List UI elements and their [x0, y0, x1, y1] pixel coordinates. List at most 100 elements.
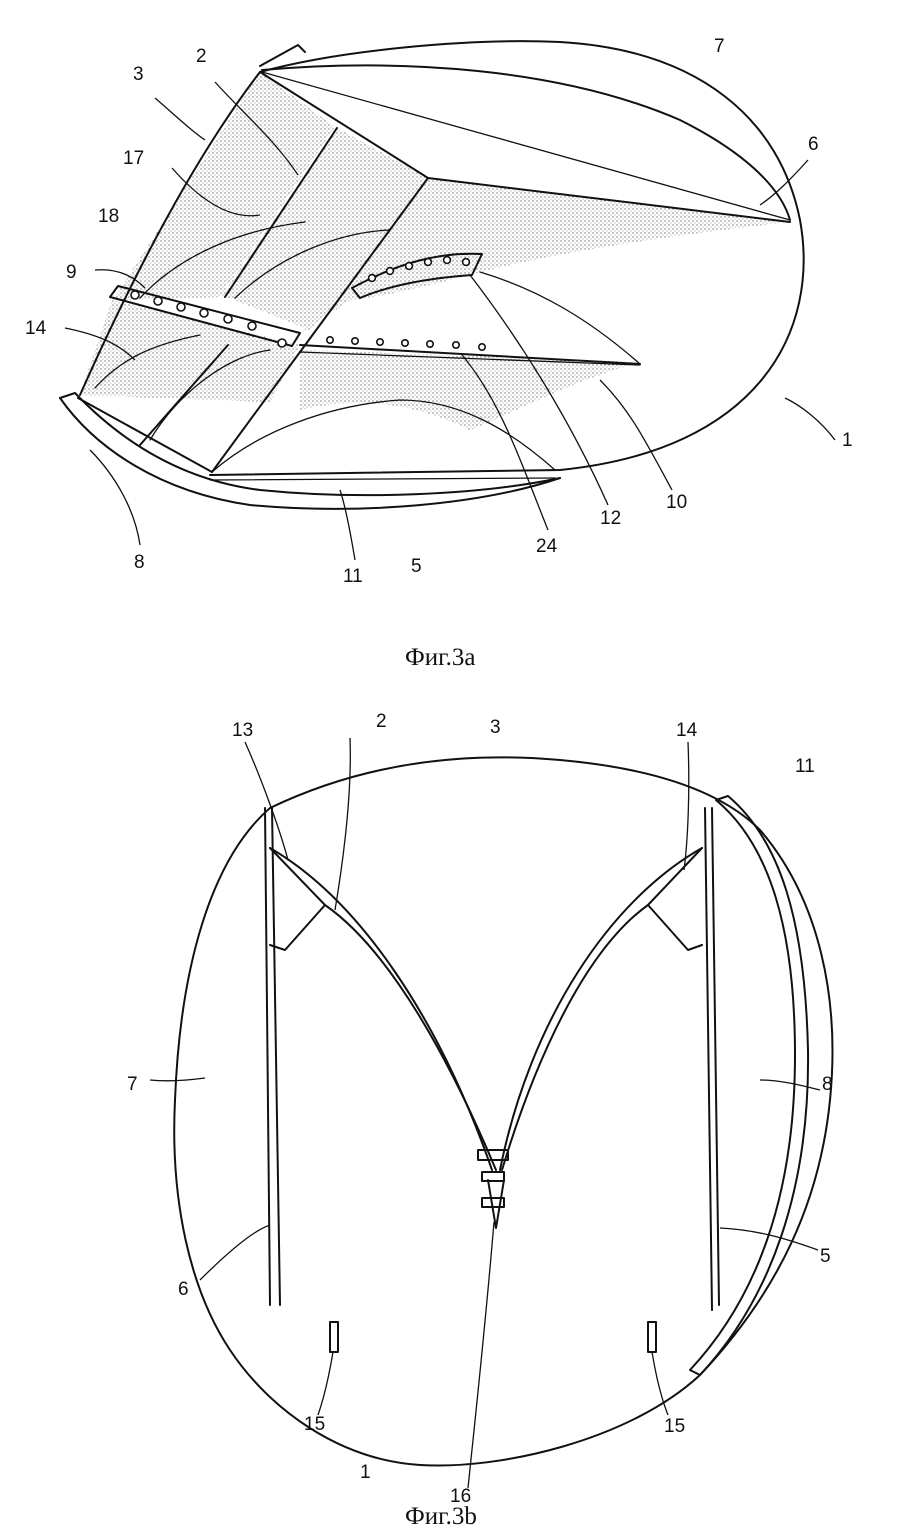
label-3a-8: 8: [134, 552, 145, 573]
label-3a-12: 12: [600, 508, 621, 529]
side-strap-hole: [425, 339, 434, 348]
joint-block-16-a: [477, 1149, 509, 1161]
vane-14-left: [94, 334, 201, 389]
top-lid: [261, 64, 791, 221]
label-3b-5: 5: [820, 1246, 831, 1267]
label-3b-15-left: 15: [304, 1414, 325, 1435]
label-3b-8: 11: [795, 756, 815, 777]
label-3b-6: 6: [178, 1279, 189, 1300]
bracket-hole: [461, 257, 471, 267]
label-3b-3: 3: [490, 717, 501, 738]
panel-13: [269, 847, 326, 951]
label-3a-24: 24: [536, 536, 558, 557]
side-edge-6: [264, 807, 271, 1306]
caption-fig-3a: Фиг.3а: [405, 644, 475, 671]
front-frame-bottom-right: [211, 351, 301, 473]
slot-15-left: [329, 1321, 339, 1353]
label-3b-16: 16: [450, 1486, 471, 1507]
strap-hole: [153, 296, 163, 306]
leader-b-15-left: [317, 1351, 334, 1416]
side-wing-curve: [479, 271, 641, 365]
skid-8: [59, 392, 561, 497]
label-3b-15-right: 15: [664, 1416, 685, 1437]
label-3a-5: 5: [411, 556, 422, 577]
label-3a-7: 7: [714, 36, 725, 57]
strap-hole: [176, 302, 186, 312]
bottom-rail-11: [209, 477, 556, 481]
side-strap-hole: [375, 337, 384, 346]
label-3a-18: 18: [98, 206, 119, 227]
label-3a-1: 1: [842, 430, 853, 451]
strap-hole: [247, 321, 257, 331]
leader-14: [64, 327, 136, 361]
bracket-hole: [442, 255, 452, 265]
side-edge-5-inner: [711, 807, 720, 1306]
leader-b-11: [759, 1079, 821, 1091]
vane-17: [234, 229, 391, 299]
leader-b-2: [334, 737, 351, 911]
strut-2-right-inner: [501, 904, 649, 1171]
label-3a-6: 6: [808, 134, 819, 155]
divider-2: [224, 127, 338, 298]
figure-3b: [149, 737, 834, 1489]
joint-block-16-b: [481, 1171, 505, 1182]
vane-14-right: [149, 349, 271, 441]
leader-b-16: [467, 1221, 495, 1489]
label-3b-14: 14: [676, 720, 698, 741]
leader-b-15-right: [651, 1351, 669, 1416]
side-strap-hole: [400, 338, 409, 347]
vane-18: [139, 221, 306, 299]
front-bottom-edge: [77, 397, 213, 473]
leader-b-14: [683, 741, 690, 871]
strut-2-left-inner: [324, 904, 497, 1171]
joint-block-16-c: [481, 1197, 505, 1208]
strap-hole: [223, 314, 233, 324]
leader-12: [469, 274, 609, 506]
side-strap-10-b: [299, 351, 641, 366]
label-3a-9: 9: [66, 262, 77, 283]
leader-8: [89, 449, 141, 546]
leader-3: [154, 97, 206, 141]
side-edge-6-inner: [271, 807, 281, 1306]
panel-14: [647, 847, 703, 951]
caption-fig-3b: Фиг.3b: [405, 1503, 477, 1530]
bracket-hole: [367, 273, 377, 283]
body-shell-outline: [209, 40, 805, 476]
leader-2: [214, 81, 299, 176]
side-strap-hole: [451, 340, 460, 349]
label-3a-17: 17: [123, 148, 144, 169]
side-shading: [300, 178, 790, 335]
lower-left-shading: [80, 300, 300, 402]
label-3a-11: 11: [343, 566, 363, 587]
leader-b-5: [719, 1227, 819, 1251]
lid-hinge-tab: [259, 44, 306, 67]
lid-top-line: [261, 71, 791, 221]
lid-edge-6: [427, 177, 791, 223]
strut-2-right: [499, 847, 703, 1171]
label-3b-13: 13: [232, 720, 253, 741]
bracket-hole: [404, 261, 414, 271]
leader-24: [461, 354, 549, 531]
divider-2-lower: [139, 344, 229, 446]
side-strap-hole: [350, 336, 359, 345]
side-strap-hole: [477, 342, 486, 351]
label-3b-2: 2: [376, 711, 387, 732]
front-frame-top: [259, 71, 429, 179]
lower-side-shading: [300, 350, 640, 430]
panel-upper-right-shading: [222, 128, 428, 330]
side-strap-hole: [325, 335, 334, 344]
label-3b-1: 1: [360, 1462, 371, 1483]
bracket-hole: [385, 266, 395, 276]
bracket-hole: [423, 257, 433, 267]
leader-17: [171, 167, 261, 217]
strap-9: [109, 285, 301, 347]
leader-10: [599, 379, 673, 491]
leader-9: [94, 269, 146, 289]
strap-hole: [199, 308, 209, 318]
leader-1: [784, 397, 836, 441]
label-3a-3: 3: [133, 64, 144, 85]
label-3a-14: 14: [25, 318, 47, 339]
slot-15-right: [647, 1321, 657, 1353]
label-3a-2: 2: [196, 46, 207, 67]
